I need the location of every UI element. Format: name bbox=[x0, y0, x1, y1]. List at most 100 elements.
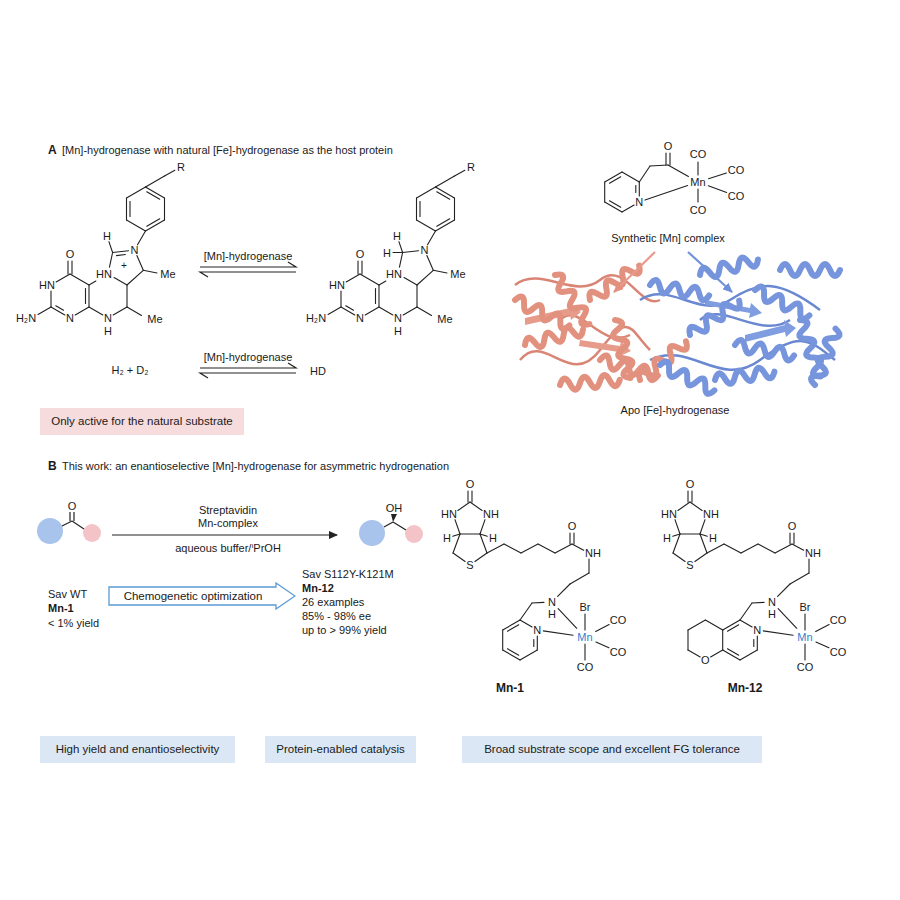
text-label: O bbox=[356, 249, 365, 260]
text-label: Sav S112Y-K121M bbox=[302, 569, 394, 580]
bond-line bbox=[678, 502, 690, 511]
bond-line bbox=[778, 584, 790, 596]
bond-line bbox=[127, 270, 143, 285]
bond-line bbox=[570, 573, 589, 584]
text-label: CO bbox=[830, 615, 847, 626]
bond-line bbox=[724, 544, 741, 553]
box-text: High yield and enantioselectivity bbox=[56, 743, 220, 756]
bond-line bbox=[596, 625, 609, 632]
protein-ribbon bbox=[512, 254, 841, 396]
text-label: + bbox=[121, 261, 127, 271]
helix bbox=[698, 254, 759, 281]
bond-line bbox=[361, 261, 362, 274]
bond-line bbox=[70, 274, 89, 285]
bond-line bbox=[475, 553, 487, 562]
text-label: H bbox=[104, 326, 112, 337]
bond-line bbox=[708, 186, 726, 193]
wedge-bond bbox=[391, 514, 397, 522]
bond-line bbox=[453, 534, 460, 553]
bond-line bbox=[72, 521, 84, 529]
helix bbox=[657, 360, 716, 396]
text-label: Mn bbox=[577, 632, 592, 643]
bond-line bbox=[127, 307, 142, 316]
bond-line bbox=[340, 291, 341, 307]
text-label: S bbox=[686, 560, 693, 571]
highlight-box: Broad substrate scope and excellent FG t… bbox=[462, 736, 762, 763]
bond-line bbox=[417, 270, 433, 285]
bond-line bbox=[789, 533, 790, 544]
text-label: H bbox=[489, 533, 497, 544]
bond-line bbox=[147, 219, 160, 226]
substituent-circle bbox=[83, 524, 101, 542]
bond-line bbox=[73, 512, 74, 521]
bond-line bbox=[504, 544, 521, 553]
bond-line bbox=[691, 491, 692, 502]
bond-line bbox=[89, 307, 103, 315]
text-label: H bbox=[548, 609, 556, 620]
text-label: 85% - 98% ee bbox=[302, 611, 371, 622]
bond-line bbox=[792, 544, 804, 550]
bond-line bbox=[433, 270, 447, 273]
pointer-arrow bbox=[688, 252, 732, 292]
bond-line bbox=[533, 640, 534, 647]
bond-line bbox=[507, 625, 518, 631]
bond-line bbox=[458, 502, 470, 511]
bond-line bbox=[622, 172, 639, 182]
bond-line bbox=[143, 270, 157, 273]
text-label: N bbox=[548, 597, 556, 608]
bond-line bbox=[520, 650, 537, 660]
bond-line bbox=[357, 261, 358, 274]
bond-line bbox=[622, 205, 634, 212]
bond-line bbox=[763, 631, 793, 635]
text-label: Br bbox=[800, 602, 811, 613]
bond-line bbox=[379, 307, 393, 315]
bond-line bbox=[399, 242, 403, 253]
bond-line bbox=[460, 533, 480, 534]
text-label: H bbox=[394, 326, 402, 337]
text-label: O bbox=[701, 655, 710, 666]
text-label: N bbox=[533, 625, 541, 636]
text-label: B bbox=[48, 460, 57, 472]
text-label: HD bbox=[310, 366, 326, 377]
text-label: CO bbox=[577, 662, 594, 673]
bond-line bbox=[38, 307, 51, 314]
substituent-circle bbox=[359, 520, 385, 546]
text-label: Sav WT bbox=[48, 589, 87, 600]
bond-line bbox=[639, 182, 640, 196]
bond-line bbox=[56, 306, 64, 310]
text-label: O bbox=[686, 479, 695, 490]
bond-line bbox=[700, 520, 705, 534]
text-label: aqueous buffer/ⁱPrOH bbox=[175, 543, 281, 554]
bond-line bbox=[740, 620, 752, 627]
highlight-box: Only active for the natural substrate bbox=[40, 408, 244, 435]
text-label: NH bbox=[703, 509, 719, 520]
text-label: N bbox=[356, 313, 364, 324]
bond-line bbox=[722, 630, 723, 650]
bond-line bbox=[572, 544, 584, 550]
helix bbox=[780, 264, 840, 276]
text-label: CO bbox=[728, 191, 745, 202]
bond-line bbox=[558, 609, 577, 629]
bond-line bbox=[129, 202, 130, 217]
text-label: CO bbox=[610, 615, 627, 626]
bond-line bbox=[164, 198, 165, 220]
pointer-arrow bbox=[614, 252, 655, 292]
text-label: Mn bbox=[797, 632, 812, 643]
text-label: H bbox=[383, 247, 391, 258]
bond-line bbox=[596, 642, 609, 648]
text-label: S bbox=[466, 560, 473, 571]
bond-line bbox=[588, 559, 589, 573]
text-label: O bbox=[664, 141, 673, 152]
bond-line bbox=[668, 165, 688, 177]
text-label: CO bbox=[728, 165, 745, 176]
text-label: 26 examples bbox=[302, 597, 364, 608]
bond-line bbox=[67, 261, 68, 274]
bond-line bbox=[85, 289, 86, 304]
bond-line bbox=[436, 176, 455, 187]
text-label: CO bbox=[610, 647, 627, 658]
text-label: N bbox=[768, 597, 776, 608]
box-text: Broad substrate scope and excellent FG t… bbox=[484, 743, 740, 756]
text-label: This work: an enantioselective [Mn]-hydr… bbox=[62, 461, 449, 472]
bond-line bbox=[569, 533, 570, 544]
bond-line bbox=[521, 544, 538, 553]
